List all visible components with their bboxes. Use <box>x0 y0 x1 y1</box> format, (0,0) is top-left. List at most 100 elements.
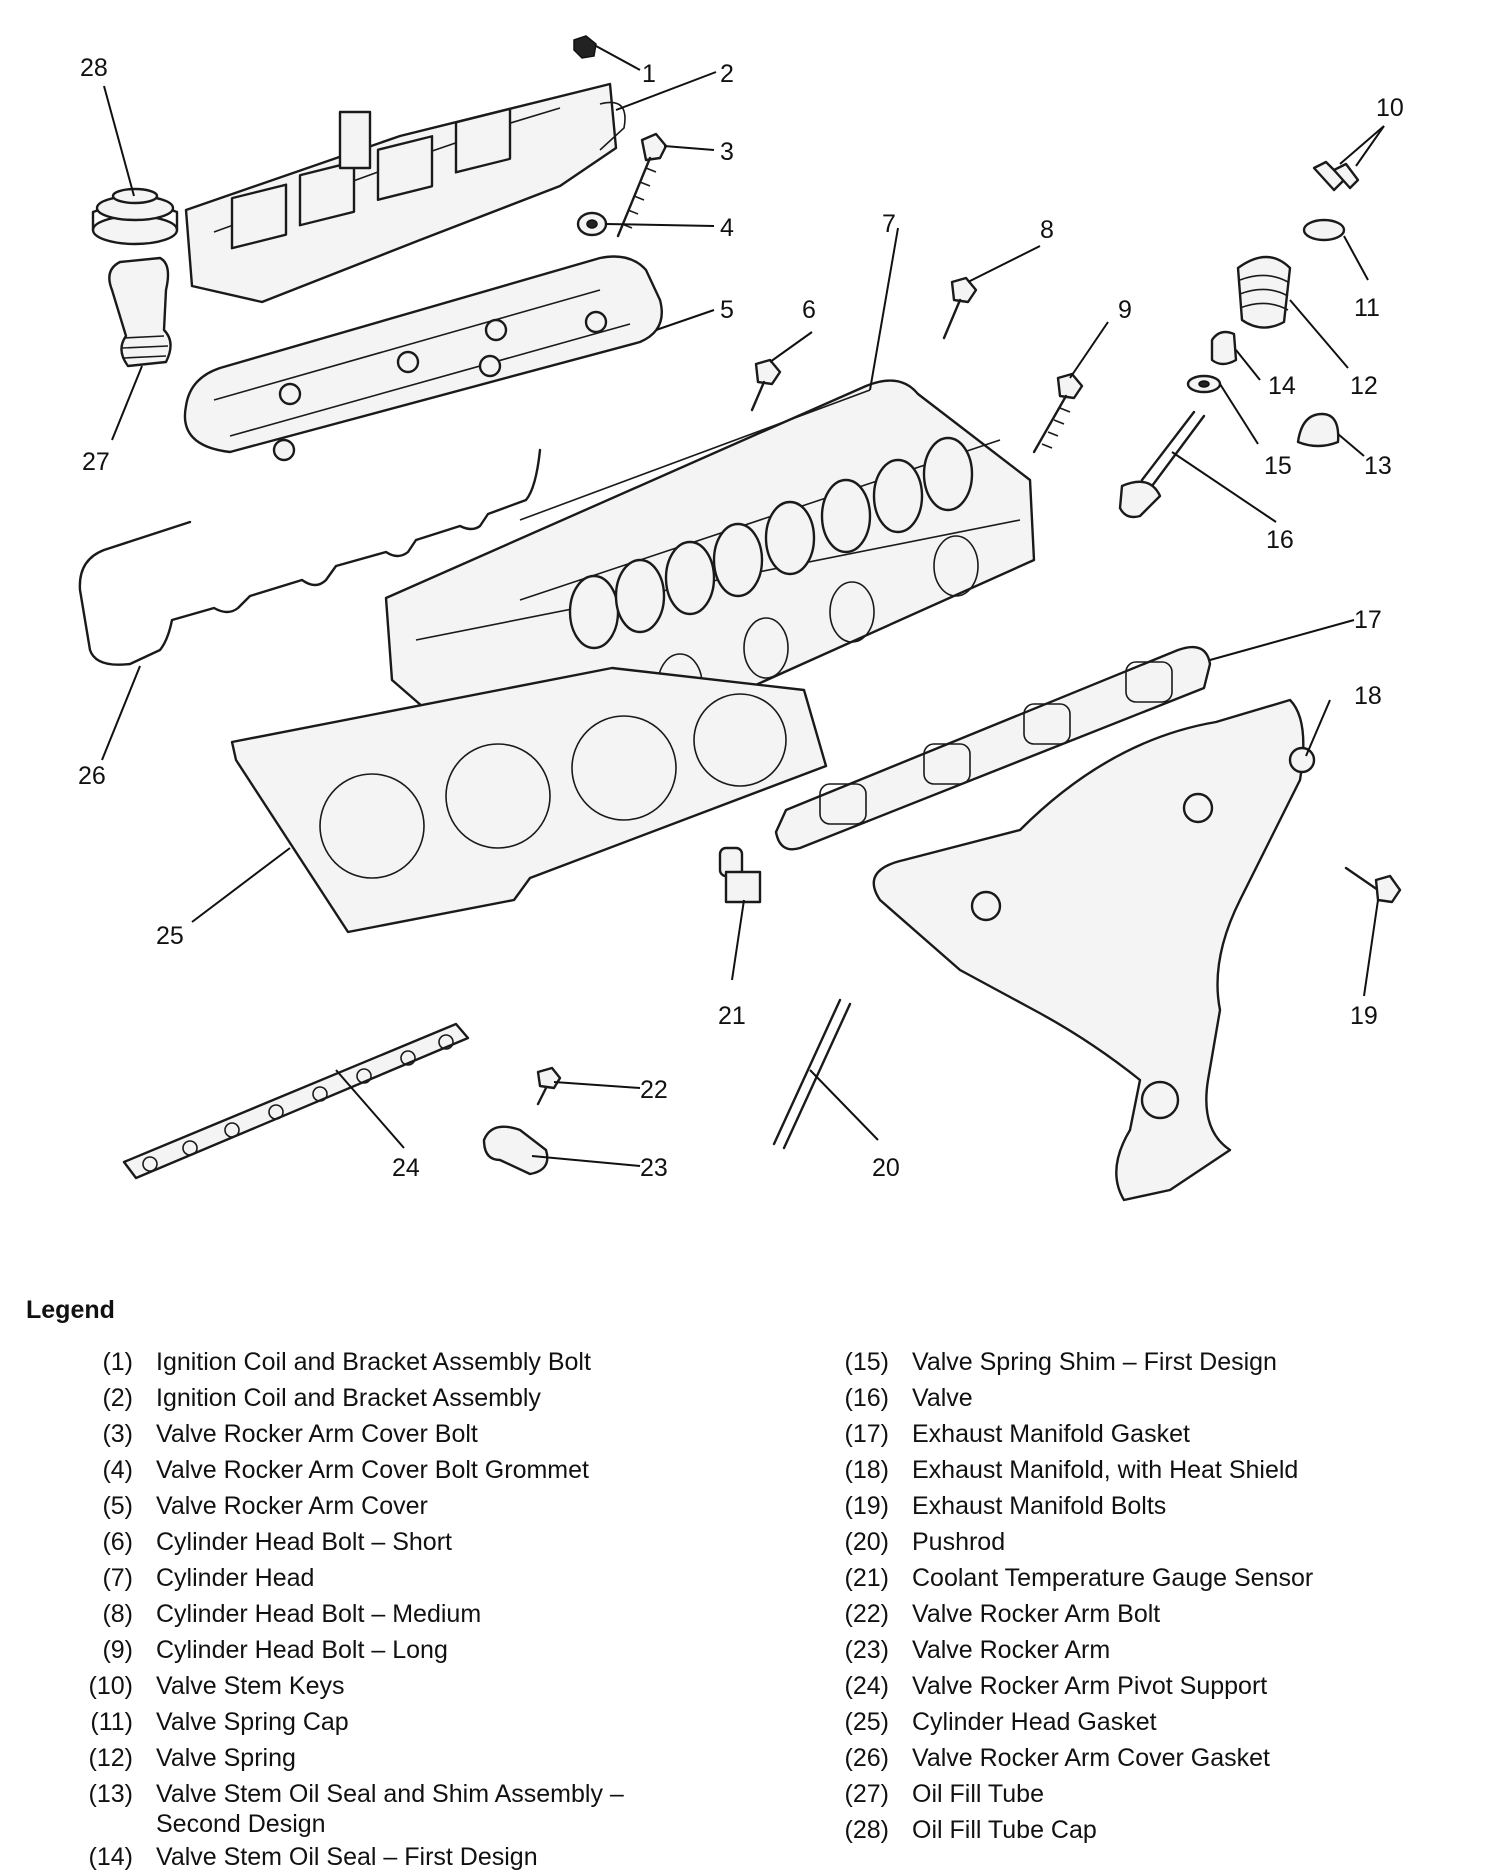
legend-label: Valve Rocker Arm Pivot Support <box>912 1672 1268 1700</box>
legend-label: Exhaust Manifold Bolts <box>912 1492 1167 1520</box>
legend-number: (27) <box>844 1780 889 1808</box>
legend-label: Pushrod <box>912 1528 1006 1556</box>
oil-fill-tube <box>108 256 172 368</box>
callout-22: 22 <box>640 1076 668 1104</box>
callout-6: 6 <box>802 296 816 324</box>
callout-3: 3 <box>720 138 734 166</box>
legend-label: Valve Rocker Arm Cover <box>156 1492 428 1520</box>
legend-label: Oil Fill Tube <box>912 1780 1044 1808</box>
legend-item: (6) Cylinder Head Bolt – Short <box>60 1524 760 1560</box>
legend-item: (24) Valve Rocker Arm Pivot Support <box>816 1668 1476 1704</box>
legend-number: (4) <box>102 1456 133 1484</box>
legend-number: (26) <box>844 1744 889 1772</box>
legend-label: Valve Stem Oil Seal – First Design <box>156 1843 538 1871</box>
legend-number: (7) <box>102 1564 133 1592</box>
valve-spring <box>1236 255 1292 329</box>
legend-label: Ignition Coil and Bracket Assembly <box>156 1384 541 1412</box>
valve-rocker-arm-cover <box>183 255 663 462</box>
legend-label: Cylinder Head Gasket <box>912 1708 1157 1736</box>
legend-number: (23) <box>844 1636 889 1664</box>
legend-number: (12) <box>88 1744 133 1772</box>
legend-item: (1)Ignition Coil and Bracket Assembly Bo… <box>60 1344 760 1380</box>
callout-25: 25 <box>156 922 184 950</box>
legend-number: (6) <box>102 1528 133 1556</box>
legend-label: Valve Rocker Arm Cover Gasket <box>912 1744 1270 1772</box>
cylinder-head-bolt-medium <box>942 276 978 340</box>
callout-5: 5 <box>720 296 734 324</box>
callout-1: 1 <box>642 60 656 88</box>
legend-item: (11)Valve Spring Cap <box>60 1704 760 1740</box>
legend-item: (18)Exhaust Manifold, with Heat Shield <box>816 1452 1476 1488</box>
callout-19: 19 <box>1350 1002 1378 1030</box>
legend-item: (3)Valve Rocker Arm Cover Bolt <box>60 1416 760 1452</box>
legend-label: Coolant Temperature Gauge Sensor <box>912 1564 1314 1592</box>
legend-label: Cylinder Head Bolt – Short <box>156 1528 452 1556</box>
exhaust-manifold <box>872 698 1316 1202</box>
legend-item: (12)Valve Spring <box>60 1740 760 1776</box>
legend-item: (15) Valve Spring Shim – First Design <box>816 1344 1476 1380</box>
legend-item: (8)Cylinder Head Bolt – Medium <box>60 1596 760 1632</box>
rocker-arm-cover-bolt-grommet <box>576 211 608 237</box>
valve-spring-cap <box>1302 218 1346 242</box>
cylinder-head-bolt-short <box>750 358 782 412</box>
legend-item: (16) Valve <box>816 1380 1476 1416</box>
callout-26: 26 <box>78 762 106 790</box>
legend-number: (14) <box>88 1843 133 1871</box>
callout-28: 28 <box>80 54 108 82</box>
legend-item: (13)Valve Stem Oil Seal and Shim Assembl… <box>60 1776 760 1839</box>
legend-number: (16) <box>844 1384 889 1412</box>
callout-9: 9 <box>1118 296 1132 324</box>
valve-rocker-arm-bolt <box>536 1066 562 1106</box>
ignition-coil-bracket-assembly <box>184 82 626 304</box>
callout-14: 14 <box>1268 372 1296 400</box>
callout-21: 21 <box>718 1002 746 1030</box>
legend-item: (5)Valve Rocker Arm Cover <box>60 1488 760 1524</box>
legend-item: (28) Oil Fill Tube Cap <box>816 1812 1476 1848</box>
legend-label: Valve Stem Keys <box>156 1672 345 1700</box>
cylinder-head-gasket <box>230 666 828 934</box>
legend-item: (17)Exhaust Manifold Gasket <box>816 1416 1476 1452</box>
legend-item: (10)Valve Stem Keys <box>60 1668 760 1704</box>
legend-label: Cylinder Head Bolt – Long <box>156 1636 448 1664</box>
legend-item: (7) Cylinder Head <box>60 1560 760 1596</box>
coolant-temperature-gauge-sensor <box>718 846 762 904</box>
callout-4: 4 <box>720 214 734 242</box>
pushrod <box>772 998 842 1146</box>
legend-label: Valve <box>912 1384 973 1412</box>
legend-number: (1) <box>102 1348 133 1376</box>
legend-item: (2) Ignition Coil and Bracket Assembly <box>60 1380 760 1416</box>
callout-16: 16 <box>1266 526 1294 554</box>
legend-item: (14) Valve Stem Oil Seal – First Design <box>60 1839 760 1875</box>
legend-label: Exhaust Manifold Gasket <box>912 1420 1190 1448</box>
exhaust-manifold-gasket <box>774 645 1212 851</box>
legend-number: (25) <box>844 1708 889 1736</box>
legend-number: (9) <box>102 1636 133 1664</box>
callout-17: 17 <box>1354 606 1382 634</box>
callout-11: 11 <box>1354 294 1380 322</box>
legend-label: Cylinder Head <box>156 1564 315 1592</box>
legend-label: Valve Stem Oil Seal and Shim Assembly – … <box>156 1780 624 1838</box>
legend-item: (20)Pushrod <box>816 1524 1476 1560</box>
legend-number: (2) <box>102 1384 133 1412</box>
legend-label: Valve Rocker Arm <box>912 1636 1111 1664</box>
legend-number: (15) <box>844 1348 889 1376</box>
legend-number: (8) <box>102 1600 133 1628</box>
callout-2: 2 <box>720 60 734 88</box>
legend-label: Oil Fill Tube Cap <box>912 1816 1097 1844</box>
valve-rocker-arm-cover-gasket <box>78 448 542 666</box>
cylinder-head-bolt-long <box>1032 372 1084 454</box>
legend-title: Legend <box>26 1296 115 1324</box>
rocker-arm-cover-bolt <box>616 132 668 238</box>
leader-lines <box>101 45 1385 1167</box>
callout-12: 12 <box>1350 372 1378 400</box>
legend-number: (3) <box>102 1420 133 1448</box>
valve <box>1118 410 1206 519</box>
legend-label: Valve Spring Shim – First Design <box>912 1348 1277 1376</box>
legend-number: (28) <box>844 1816 889 1844</box>
legend-number: (24) <box>844 1672 889 1700</box>
legend-item: (23) Valve Rocker Arm <box>816 1632 1476 1668</box>
oil-fill-tube-cap <box>91 187 179 246</box>
callout-27: 27 <box>82 448 110 476</box>
legend-column-right: (15) Valve Spring Shim – First Design (16… <box>816 1344 1476 1848</box>
callout-13: 13 <box>1364 452 1392 480</box>
